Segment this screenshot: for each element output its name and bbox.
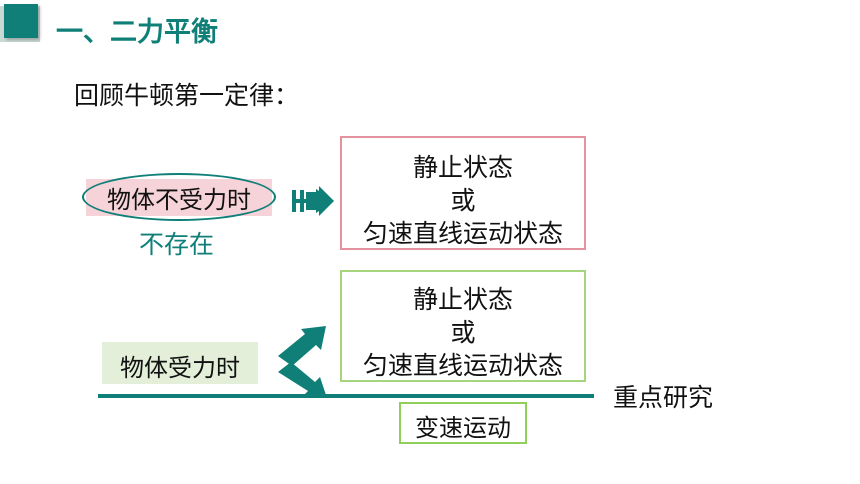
page-title: 一、二力平衡 [56, 17, 218, 48]
title-decor-square [4, 4, 38, 38]
with-force-label: 物体受力时 [120, 354, 240, 382]
state-box-2-line3: 匀速直线运动状态 [362, 351, 563, 380]
state-box-1-line1: 静止状态 [412, 153, 513, 182]
no-force-oval [82, 173, 276, 221]
state-box-1-line2: 或 [450, 186, 476, 215]
state-box-1: 静止状态 或 匀速直线运动状态 [340, 136, 586, 250]
chevron-arrow-icon [278, 326, 327, 398]
state-box-1-line3: 匀速直线运动状态 [362, 219, 563, 248]
state-box-2-line1: 静止状态 [412, 285, 513, 314]
block-arrow-right-icon [292, 186, 334, 216]
state-box-2-line2: 或 [450, 318, 476, 347]
divider-line [98, 394, 594, 398]
subtitle: 回顾牛顿第一定律： [74, 81, 300, 110]
with-force-highlight [102, 342, 258, 384]
variable-motion-label: 变速运动 [415, 414, 511, 442]
state-box-2: 静止状态 或 匀速直线运动状态 [340, 270, 586, 382]
no-force-label: 物体不受力时 [107, 186, 251, 214]
not-exist-note: 不存在 [139, 230, 215, 259]
variable-motion-box [399, 402, 527, 444]
focus-label: 重点研究 [613, 383, 714, 412]
